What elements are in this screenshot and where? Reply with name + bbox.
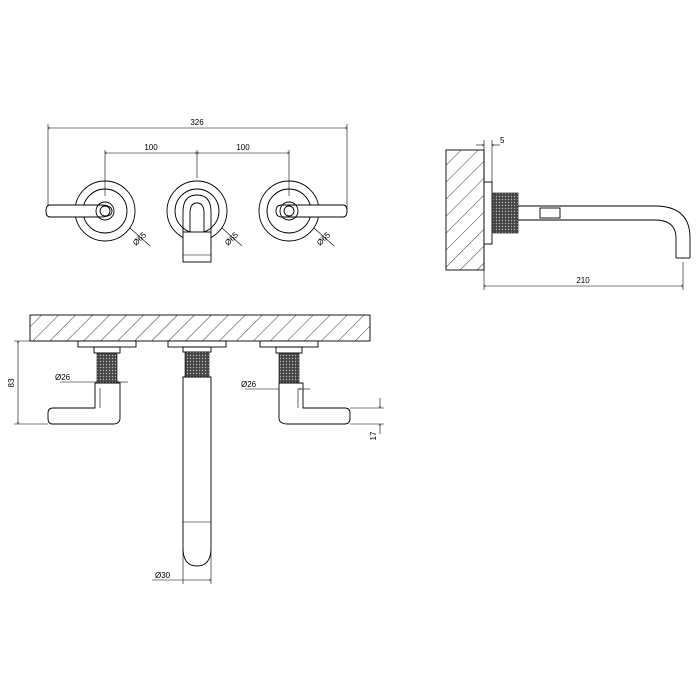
dim-handle-height: 83 [7, 378, 16, 387]
dim-spacing-right: 100 [236, 143, 250, 152]
top-view: 83 Ø26 Ø26 17 Ø30 [7, 314, 384, 584]
dim-center-plate-diameter: Ø65 [223, 230, 240, 247]
dim-wall-plate-thickness: 5 [500, 136, 505, 145]
dim-left-plate-diameter: Ø65 [131, 230, 148, 247]
left-handle-front [45, 180, 151, 247]
spout-front [166, 180, 243, 263]
dim-right-stem-diameter: Ø26 [241, 380, 257, 389]
dim-right-plate-diameter: Ø65 [315, 230, 332, 247]
dim-spacing-left: 100 [144, 143, 158, 152]
dim-left-stem-diameter: Ø26 [55, 373, 71, 382]
front-view: 326 100 100 Ø65 Ø65 [45, 118, 348, 263]
dim-spout-projection: 210 [576, 276, 590, 285]
spout-top [167, 340, 227, 567]
dim-lever-thickness: 17 [369, 431, 378, 440]
dim-spout-diameter: Ø30 [155, 571, 171, 580]
right-handle-top [259, 340, 351, 425]
side-view: 5 210 [445, 136, 691, 290]
dim-overall-width: 326 [190, 118, 204, 127]
left-handle-top [47, 340, 137, 425]
right-handle-front [258, 180, 348, 247]
